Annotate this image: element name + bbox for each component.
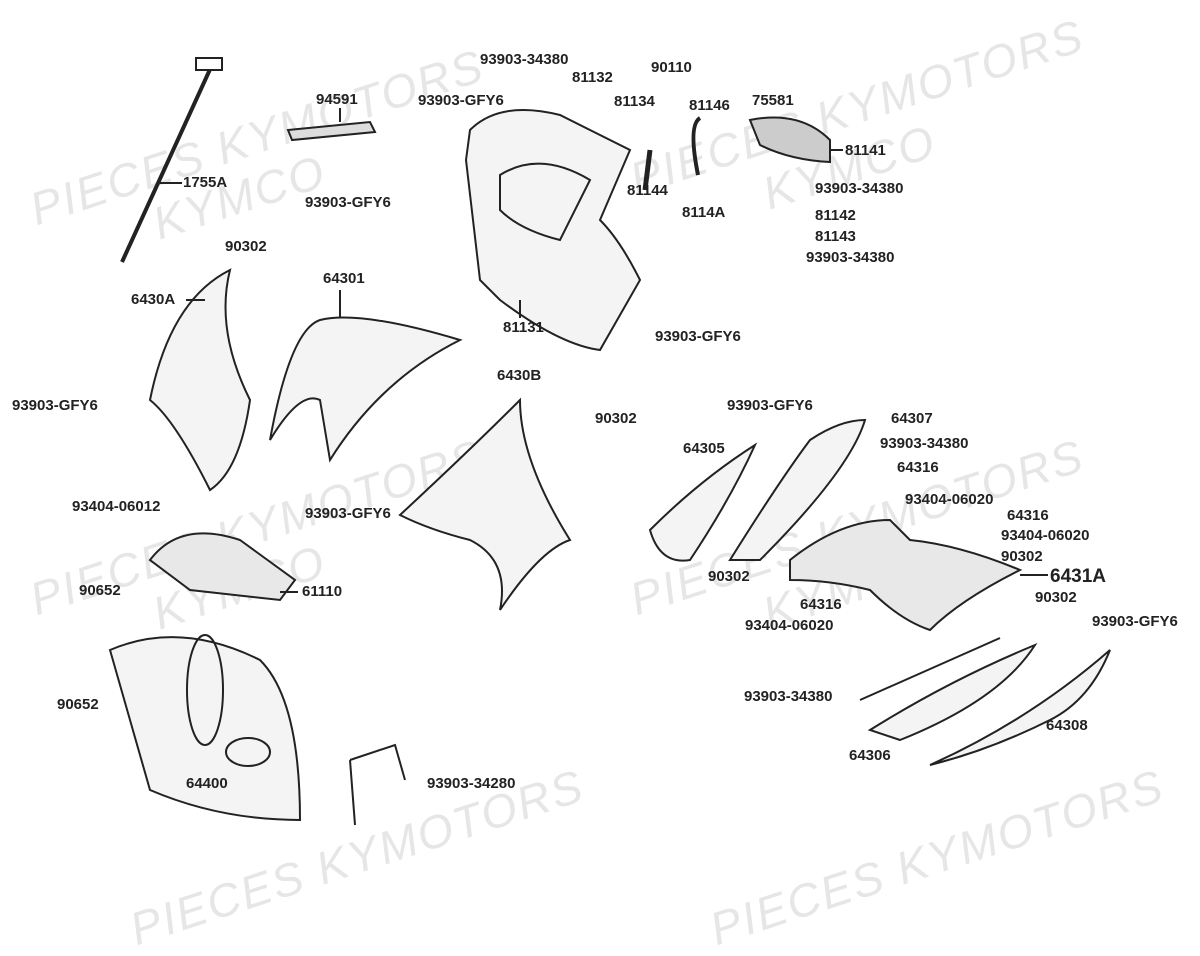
part-label: 64316 bbox=[897, 459, 939, 476]
part-label: 93903-34380 bbox=[744, 688, 833, 705]
part-label: 81143 bbox=[815, 228, 856, 245]
part-61110 bbox=[148, 532, 298, 602]
part-label: 93903-GFY6 bbox=[727, 397, 813, 414]
part-label: 61110 bbox=[302, 583, 343, 600]
part-6431a bbox=[789, 518, 1023, 632]
part-label: 81141 bbox=[845, 142, 886, 159]
part-label: 93903-GFY6 bbox=[418, 92, 504, 109]
parts-drawing bbox=[108, 57, 1111, 826]
part-label: 90652 bbox=[79, 582, 121, 599]
part-label: 75581 bbox=[752, 92, 794, 109]
part-label: 93404-06012 bbox=[72, 498, 161, 515]
part-label: 93903-GFY6 bbox=[655, 328, 741, 345]
part-label: 81144 bbox=[627, 182, 668, 199]
part-label: 93903-GFY6 bbox=[12, 397, 98, 414]
part-6430a bbox=[148, 268, 252, 492]
part-64305 bbox=[648, 442, 758, 562]
part-label: 81142 bbox=[815, 207, 856, 224]
part-label: 6430A bbox=[131, 291, 176, 308]
part-label: 93404-06020 bbox=[1001, 527, 1090, 544]
part-label: 93903-34380 bbox=[806, 249, 895, 266]
part-label: 64316 bbox=[800, 596, 842, 613]
part-label: 90302 bbox=[595, 410, 637, 427]
part-label: 93903-34380 bbox=[815, 180, 904, 197]
part-1755a bbox=[120, 57, 223, 263]
part-64308 bbox=[929, 649, 1111, 766]
part-64307 bbox=[728, 418, 867, 561]
part-81144 bbox=[642, 149, 653, 191]
part-label: 64308 bbox=[1046, 717, 1088, 734]
part-label: 81134 bbox=[614, 93, 655, 110]
part-label: 90302 bbox=[708, 568, 750, 585]
part-81141 bbox=[748, 116, 843, 164]
part-81131 bbox=[464, 109, 642, 352]
part-64301 bbox=[269, 290, 463, 463]
part-label: 93903-GFY6 bbox=[305, 194, 391, 211]
part-label: 64400 bbox=[186, 775, 228, 792]
part-label: 64307 bbox=[891, 410, 933, 427]
part-label: 93903-GFY6 bbox=[1092, 613, 1178, 630]
part-label: 1755A bbox=[183, 174, 228, 191]
part-81146 bbox=[691, 116, 702, 176]
part-label: 93903-34380 bbox=[480, 51, 569, 68]
part-label: 81131 bbox=[503, 319, 544, 336]
part-64400 bbox=[108, 634, 302, 822]
part-label: 8114A bbox=[682, 204, 726, 221]
part-label: 93404-06020 bbox=[905, 491, 994, 508]
part-label: 94591 bbox=[316, 91, 358, 108]
part-94591 bbox=[286, 108, 377, 142]
part-label: 90302 bbox=[1001, 548, 1043, 565]
part-label: 6431A bbox=[1050, 566, 1106, 587]
part-label: 6430B bbox=[497, 367, 542, 384]
part-label: 90110 bbox=[651, 59, 692, 76]
part-label: 90302 bbox=[1035, 589, 1077, 606]
part-label: 64306 bbox=[849, 747, 891, 764]
part-6430b bbox=[398, 397, 572, 611]
part-label: 93903-GFY6 bbox=[305, 505, 391, 522]
part-label: 81132 bbox=[572, 69, 613, 86]
part-label: 90652 bbox=[57, 696, 99, 713]
part-label: 90302 bbox=[225, 238, 267, 255]
part-label: 64316 bbox=[1007, 507, 1049, 524]
part-93903-34280 bbox=[349, 743, 406, 826]
part-label: 93404-06020 bbox=[745, 617, 834, 634]
part-label: 81146 bbox=[689, 97, 730, 114]
part-label: 93903-34380 bbox=[880, 435, 969, 452]
part-label: 64301 bbox=[323, 270, 365, 287]
part-64306 bbox=[867, 642, 1038, 742]
part-label: 64305 bbox=[683, 440, 725, 457]
part-label: 93903-34280 bbox=[427, 775, 516, 792]
